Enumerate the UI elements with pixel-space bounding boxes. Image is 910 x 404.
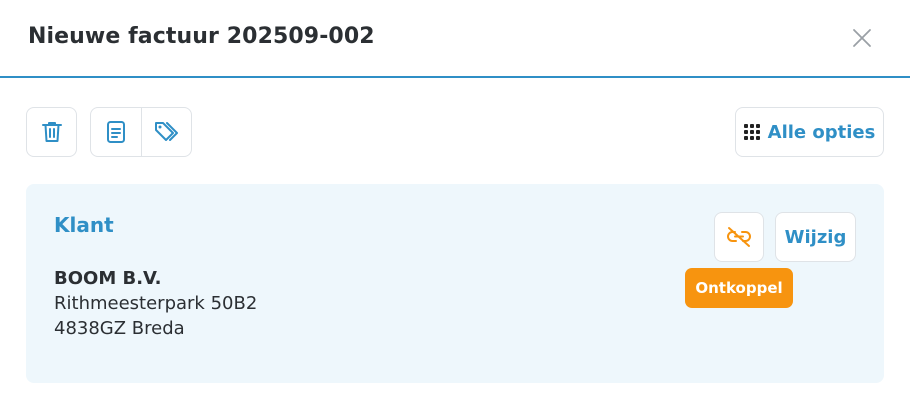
customer-address-line1: Rithmeesterpark 50B2 [54, 293, 258, 314]
customer-panel: Klant BOOM B.V. Rithmeesterpark 50B2 483… [26, 184, 884, 383]
edit-customer-button[interactable]: Wijzig [775, 212, 856, 262]
unlink-icon [727, 227, 751, 247]
unlink-tooltip: Ontkoppel [685, 268, 793, 308]
close-icon [853, 29, 871, 47]
tag-button[interactable] [141, 108, 191, 156]
all-options-label: Alle opties [767, 121, 876, 143]
unlink-button[interactable] [714, 212, 764, 262]
delete-button[interactable] [26, 107, 77, 157]
customer-name: BOOM B.V. [54, 268, 162, 289]
all-options-button[interactable]: Alle opties [735, 107, 884, 157]
close-button[interactable] [850, 26, 874, 50]
dialog-header: Nieuwe factuur 202509-002 [0, 0, 910, 78]
grid-icon [743, 124, 760, 140]
dialog-title: Nieuwe factuur 202509-002 [28, 24, 375, 49]
document-button[interactable] [91, 108, 141, 156]
document-actions-group [90, 107, 192, 157]
customer-heading: Klant [54, 213, 114, 237]
customer-address-line2: 4838GZ Breda [54, 318, 185, 339]
edit-customer-label: Wijzig [784, 226, 847, 248]
trash-icon [41, 122, 62, 142]
document-icon [107, 121, 125, 143]
tag-icon [154, 122, 178, 141]
